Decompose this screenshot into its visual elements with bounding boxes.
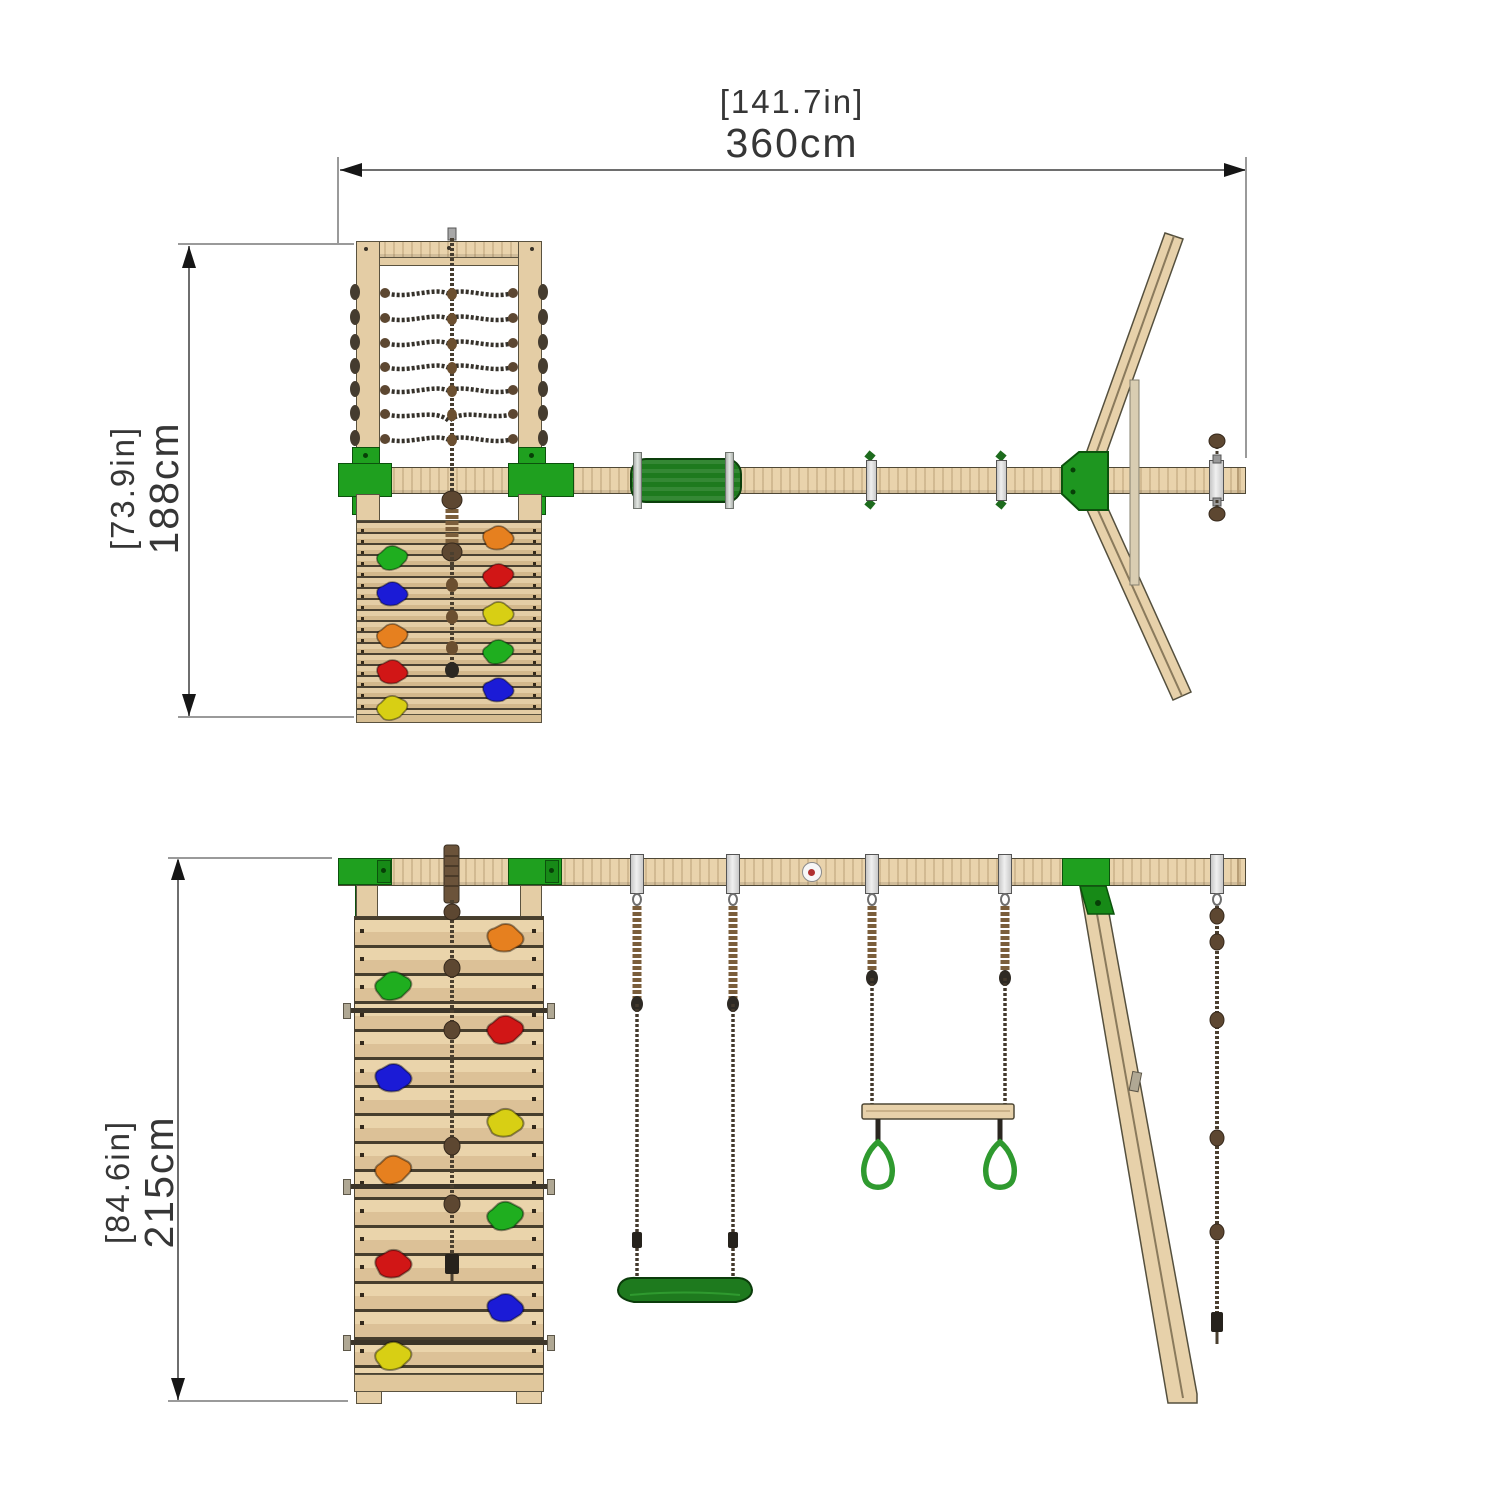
wall-bottom-slat bbox=[354, 1374, 544, 1392]
wall-post-stub bbox=[518, 494, 542, 522]
leg-bracket-stem bbox=[1079, 885, 1115, 915]
wall-foot bbox=[356, 1391, 382, 1404]
wall-rail bbox=[346, 1340, 552, 1345]
height-dimension-line bbox=[177, 860, 179, 1400]
swing-hanger-bracket bbox=[726, 854, 740, 894]
depth-dimension-label: [73.9in] 188cm bbox=[91, 378, 201, 598]
trapeze-bar bbox=[861, 1103, 1015, 1120]
height-inches-text: [84.6in] bbox=[98, 1119, 136, 1245]
leg-bracket bbox=[1062, 858, 1110, 886]
swing-seat-top-view bbox=[630, 458, 742, 503]
arrow-right-icon bbox=[1224, 163, 1246, 177]
tower-bracket-right bbox=[508, 463, 574, 497]
arrow-up-icon bbox=[182, 246, 196, 268]
width-dimension-line bbox=[340, 169, 1246, 171]
trapeze-hanger-bracket bbox=[998, 854, 1012, 894]
extension-line bbox=[168, 1400, 348, 1402]
climber-frame-inner-bar bbox=[374, 257, 524, 266]
wall-rail bbox=[346, 1184, 552, 1189]
beam-end-cap bbox=[1237, 468, 1239, 493]
arrow-down-icon bbox=[182, 694, 196, 716]
arrow-left-icon bbox=[340, 163, 362, 177]
trapeze-ring bbox=[986, 1142, 1014, 1187]
arrow-up-icon bbox=[171, 858, 185, 880]
beam-end-cap bbox=[1237, 859, 1239, 885]
support-leg-front-view bbox=[1079, 885, 1198, 1404]
trapeze-ring bbox=[864, 1142, 892, 1187]
extension-line bbox=[178, 716, 354, 718]
width-dimension-label: [141.7in] 360cm bbox=[642, 83, 942, 167]
swing-hanger-bracket bbox=[630, 854, 644, 894]
extension-line bbox=[178, 243, 354, 245]
swing-rope-strap bbox=[725, 452, 734, 509]
rope-net bbox=[381, 289, 517, 444]
climber-frame-right-post bbox=[518, 241, 542, 467]
swing-rope-strap bbox=[633, 452, 642, 509]
width-inches-text: [141.7in] bbox=[719, 83, 865, 120]
climbing-rope-bracket bbox=[1209, 460, 1224, 501]
depth-dimension-line bbox=[188, 246, 190, 716]
extension-line bbox=[168, 857, 332, 859]
trapeze-hanger-band bbox=[996, 460, 1007, 501]
height-cm-text: 215cm bbox=[135, 1115, 182, 1249]
tower-bracket-left bbox=[338, 463, 392, 497]
swing-seat bbox=[616, 1276, 754, 1303]
depth-cm-text: 188cm bbox=[140, 421, 187, 555]
depth-inches-text: [73.9in] bbox=[103, 425, 141, 551]
climbing-rope-front-view bbox=[1209, 906, 1225, 1344]
main-beam-top-view bbox=[338, 467, 1246, 494]
trapeze-front-view bbox=[862, 906, 1014, 1187]
climbing-wall-top-view bbox=[356, 520, 542, 718]
wall-rail bbox=[346, 1008, 552, 1013]
swing-front-view bbox=[616, 906, 754, 1303]
wall-post-stub bbox=[356, 494, 380, 522]
extension-line bbox=[1245, 157, 1247, 458]
brand-badge bbox=[802, 862, 822, 882]
height-dimension-label: [84.6in] 215cm bbox=[86, 1072, 196, 1292]
wall-foot bbox=[516, 1391, 542, 1404]
arrow-down-icon bbox=[171, 1378, 185, 1400]
extension-line bbox=[337, 157, 339, 244]
trapeze-hanger-bracket bbox=[865, 854, 879, 894]
trapeze-hanger-band bbox=[866, 460, 877, 501]
climbing-wall-front-view bbox=[354, 916, 544, 1374]
width-cm-text: 360cm bbox=[725, 119, 859, 166]
wall-bottom-rail bbox=[356, 714, 542, 723]
climber-frame-left-post bbox=[356, 241, 380, 467]
rope-hanger-bracket bbox=[1210, 854, 1224, 894]
